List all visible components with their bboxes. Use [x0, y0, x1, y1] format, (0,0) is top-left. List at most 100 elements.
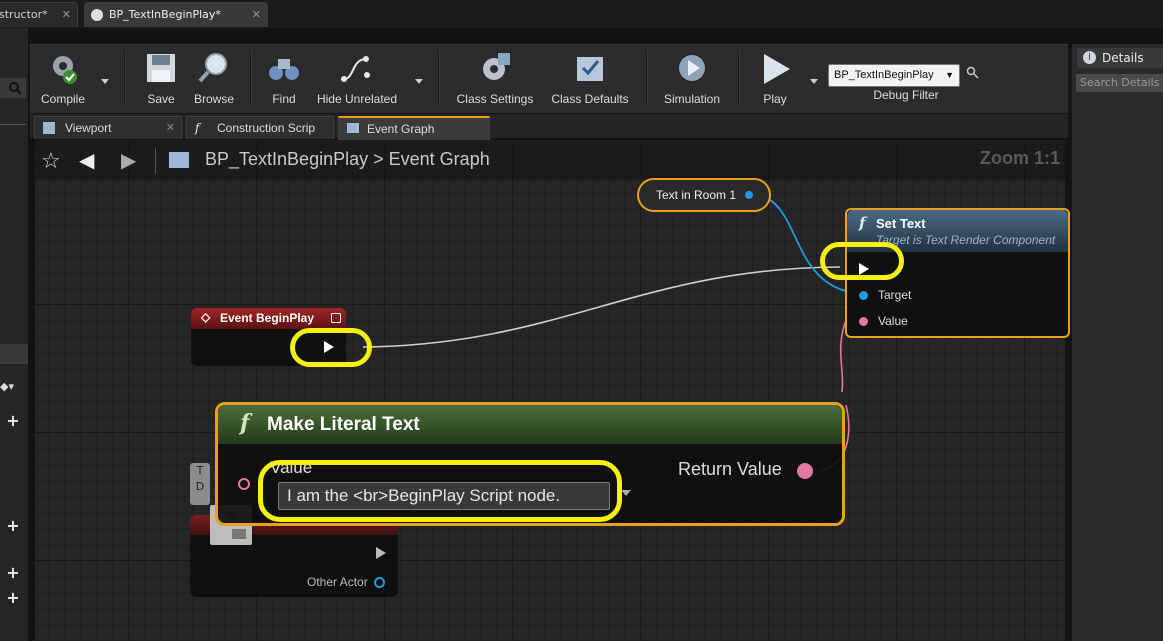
compile-options-dropdown[interactable]: [101, 79, 109, 84]
play-label: Play: [763, 92, 787, 106]
back-arrow-icon[interactable]: ◀: [79, 148, 95, 172]
event-beginplay-header: ◇ Event BeginPlay: [191, 308, 346, 329]
tab-event-graph[interactable]: Event Graph: [338, 116, 490, 140]
breadcrumb-graph: Event Graph: [388, 149, 490, 169]
object-pin-icon[interactable]: [745, 191, 753, 199]
return-value-pin-label: Return Value: [678, 459, 782, 479]
object-pin-icon[interactable]: [859, 291, 868, 300]
details-search-placeholder: Search Details: [1080, 76, 1160, 89]
play-button[interactable]: Play: [748, 45, 802, 113]
make-literal-text-header: f Make Literal Text: [218, 405, 842, 444]
hide-unrelated-label: Hide Unrelated: [316, 92, 398, 106]
close-icon[interactable]: ✕: [61, 8, 71, 21]
find-button[interactable]: Find: [258, 45, 310, 113]
literal-text-input[interactable]: I am the <br>BeginPlay Script node.: [278, 482, 610, 510]
zoom-level: Zoom 1:1: [980, 148, 1061, 168]
set-text-title: Set Text: [876, 216, 926, 231]
add-icon[interactable]: +: [6, 563, 20, 582]
highlight-exec-out: [290, 328, 372, 367]
debug-object-select[interactable]: BP_TextInBeginPlay ▼: [828, 64, 960, 87]
left-panel-search[interactable]: [0, 78, 26, 98]
function-icon: f: [859, 214, 866, 232]
search-icon[interactable]: [966, 66, 980, 80]
class-settings-button[interactable]: Class Settings: [450, 45, 540, 113]
text-pin-icon[interactable]: [797, 463, 813, 479]
event-graph-icon: [169, 152, 189, 168]
details-search-input[interactable]: Search Details: [1076, 74, 1163, 92]
divider: [0, 124, 26, 125]
simulation-label: Simulation: [663, 92, 721, 106]
text-in-room-variable-node[interactable]: Text in Room 1: [637, 178, 771, 212]
event-diamond-icon: ◇: [201, 310, 211, 324]
toolbar-separator: [438, 51, 440, 107]
favorite-star-icon[interactable]: ☆: [41, 149, 61, 174]
save-icon: [232, 529, 246, 539]
exec-in-pin-icon[interactable]: [859, 263, 869, 275]
set-text-subtitle: Target is Text Render Component: [876, 233, 1056, 247]
class-settings-label: Class Settings: [456, 92, 534, 106]
toolbar-separator: [124, 51, 126, 107]
compile-button[interactable]: Compile: [32, 45, 94, 113]
browse-label: Browse: [193, 92, 234, 106]
details-tab-label: Details: [1102, 51, 1144, 65]
delegate-pin-icon[interactable]: [331, 313, 341, 323]
function-icon: f: [195, 121, 200, 135]
highlight-exec-in: [820, 242, 904, 280]
tab-label: Event Graph: [367, 122, 435, 136]
exec-out-pin-icon[interactable]: [324, 341, 334, 353]
browse-button[interactable]: Browse: [188, 45, 240, 113]
toolbar-separator: [250, 51, 252, 107]
class-defaults-button[interactable]: Class Defaults: [545, 45, 635, 113]
save-button[interactable]: Save: [136, 45, 186, 113]
chevron-down-icon[interactable]: [621, 490, 631, 496]
value-pin-label: Value: [878, 314, 908, 328]
viewport-icon: [43, 122, 55, 134]
save-icon: [147, 54, 175, 82]
play-options-dropdown[interactable]: [810, 79, 818, 84]
dropdown-icon[interactable]: ◆▾: [0, 380, 14, 393]
text-pin-icon[interactable]: [238, 478, 250, 490]
tab-construction-script[interactable]: f Construction Scrip: [186, 116, 334, 139]
target-pin-label: Target: [878, 288, 912, 302]
object-pin-icon[interactable]: [374, 577, 385, 588]
breadcrumb-blueprint[interactable]: BP_TextInBeginPlay: [205, 149, 369, 169]
add-icon[interactable]: +: [6, 516, 20, 535]
text-pin-icon[interactable]: [859, 317, 868, 326]
blueprint-icon: [91, 9, 103, 21]
tab-viewport[interactable]: Viewport ✕: [34, 116, 182, 139]
doc-tab-label: BP_TextInBeginPlay*: [109, 8, 221, 21]
add-icon[interactable]: +: [6, 411, 20, 430]
toolbar-separator: [646, 51, 648, 107]
forward-arrow-icon[interactable]: ▶: [121, 148, 137, 172]
event-beginplay-node[interactable]: ◇ Event BeginPlay: [191, 308, 346, 366]
hide-unrelated-button[interactable]: Hide Unrelated: [312, 45, 402, 113]
debug-select-value: BP_TextInBeginPlay: [834, 69, 934, 81]
toolbar-separator: [738, 51, 740, 107]
play-icon: [764, 54, 790, 84]
add-icon[interactable]: +: [6, 588, 20, 607]
simulation-button[interactable]: Simulation: [656, 45, 728, 113]
find-binoculars-icon: [269, 59, 299, 80]
details-tab[interactable]: i Details: [1077, 48, 1163, 68]
compile-gear-icon: [53, 56, 77, 84]
save-label: Save: [147, 92, 175, 106]
tooltip-fragment-d: D: [195, 480, 205, 493]
doc-tab-label: structor*: [0, 8, 48, 21]
tab-label: Construction Scrip: [217, 121, 316, 135]
make-literal-text-title: Make Literal Text: [267, 414, 420, 435]
close-icon[interactable]: ✕: [165, 122, 175, 134]
tab-label: Viewport: [65, 121, 112, 135]
chevron-down-icon: ▼: [945, 70, 954, 80]
class-defaults-label: Class Defaults: [551, 92, 629, 106]
close-icon[interactable]: ✕: [251, 8, 261, 21]
variable-label: Text in Room 1: [656, 188, 737, 202]
graph-header-bar: ☆ ◀ ▶: [35, 140, 1065, 180]
search-icon: [9, 82, 22, 95]
doc-tab-construction[interactable]: structor* ✕: [0, 2, 78, 27]
doc-tab-bp-textinbeginplay[interactable]: BP_TextInBeginPlay* ✕: [84, 2, 268, 27]
document-tab-bar: structor* ✕ BP_TextInBeginPlay* ✕: [0, 0, 1163, 28]
hide-unrelated-dropdown[interactable]: [415, 79, 423, 84]
other-actor-pin-label: Other Actor: [307, 575, 368, 589]
exec-out-pin-icon[interactable]: [376, 547, 386, 559]
left-panel-divider-bar: [0, 344, 28, 364]
